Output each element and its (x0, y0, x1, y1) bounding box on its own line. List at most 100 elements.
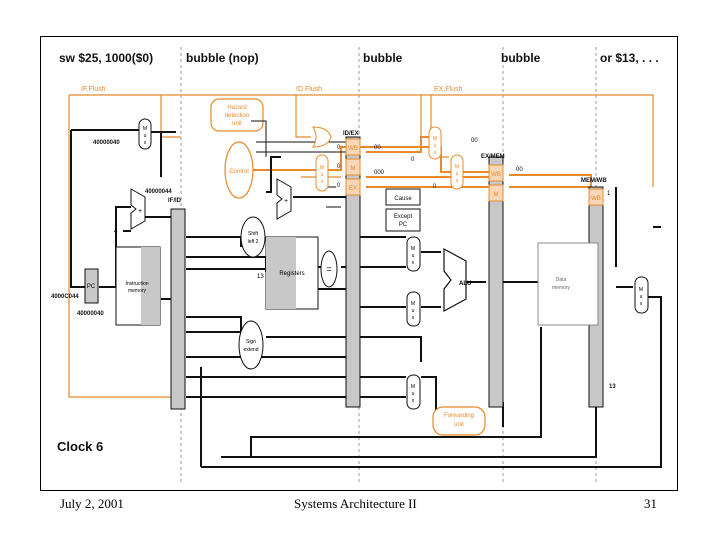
svg-text:M: M (411, 384, 415, 390)
alu-label: ALU (459, 281, 471, 287)
data-mem-label-1: Data (556, 277, 567, 283)
ex-mem-wb-value: 00 (471, 138, 478, 144)
svg-text:x: x (321, 179, 324, 185)
mux-writeback: M u x (634, 276, 649, 314)
branch-adder-plus: + (284, 198, 288, 205)
mem-wb-one: 1 (607, 191, 611, 197)
flush-or-gate (312, 126, 332, 148)
flush-zero-1: 0 (411, 157, 415, 163)
register-file-shading (266, 237, 296, 309)
equality-label: = (326, 264, 331, 274)
forward-label-2: unit (454, 422, 464, 428)
svg-text:x: x (412, 315, 415, 321)
hazard-label-2: detection (225, 113, 249, 119)
svg-text:u: u (434, 143, 437, 149)
id-ex-wb-label: WB (348, 146, 358, 152)
wb-out-value: 00 (374, 145, 381, 151)
except-pc-register (385, 208, 421, 232)
svg-text:x: x (640, 301, 643, 307)
id-ex-m-value: 0 (337, 164, 341, 170)
svg-text:x: x (434, 150, 437, 156)
shift-left-2 (240, 216, 266, 258)
svg-text:M: M (639, 287, 643, 293)
pc-adder (130, 188, 146, 230)
instr-mem-label-1: Instruction (125, 281, 148, 287)
mux-pc-select: M u x (138, 118, 152, 150)
addr-40000040-bottom: 40000040 (77, 311, 104, 317)
data-mem-label-2: memory (552, 285, 571, 291)
reg-13-writeback: 13 (609, 384, 616, 390)
datapath-thin-wires (251, 120, 346, 208)
svg-text:u: u (456, 171, 459, 177)
mux-ex-flush-2: M u x (450, 154, 464, 190)
svg-text:u: u (412, 253, 415, 259)
data-memory (537, 242, 599, 326)
branch-adder (276, 178, 292, 220)
stage-wb-instruction: or $13, . . . (600, 51, 659, 65)
pc-register (84, 268, 99, 304)
instr-mem-label-2: memory (128, 288, 147, 294)
hazard-detection-unit (210, 98, 264, 132)
pipeline-datapath-diagram: IF.Flush ID.Flush EX.Flush Hazar (51, 47, 662, 482)
mem-wb-label: MEM/WB (581, 178, 607, 184)
forward-label-1: Forwarding (444, 413, 474, 419)
mux-regdst: M u x (406, 374, 421, 410)
svg-text:u: u (144, 133, 147, 139)
id-ex-wb-value: 0 (337, 145, 341, 151)
pc-adder-plus: + (138, 208, 142, 215)
mem-wb-value: 00 (516, 167, 523, 173)
stage-mem-instruction: bubble (501, 51, 541, 65)
const-4: 4 (114, 229, 118, 235)
stage-if-instruction: sw $25, 1000($0) (59, 51, 154, 65)
ex-mem-m-label: M (494, 192, 499, 198)
slide-frame: IF.Flush ID.Flush EX.Flush Hazar (40, 36, 678, 491)
sign-label-1: Sign (246, 339, 256, 345)
svg-text:M: M (411, 301, 415, 307)
mem-wb-wb-field (588, 188, 604, 206)
reg-13-label: 13 (257, 274, 264, 280)
addr-40000040-top: 40000040 (93, 140, 120, 146)
svg-text:x: x (144, 140, 147, 146)
ex-mem-control-fields (488, 164, 504, 202)
mem-wb-wb-label: WB (591, 196, 601, 202)
svg-text:u: u (412, 308, 415, 314)
if-id-register (170, 208, 186, 410)
id-ex-control-fields (345, 138, 361, 196)
addr-4000c044: 4000C044 (51, 294, 79, 300)
except-label-1: Except (394, 214, 413, 220)
control-signal-wires-thick (251, 136, 592, 188)
id-flush-label: ID.Flush (296, 86, 322, 93)
mux-ex-flush-1: M u x (428, 126, 442, 160)
control-label: Control (229, 169, 248, 175)
svg-text:u: u (640, 294, 643, 300)
hazard-label-3: unit (232, 121, 242, 127)
shift-label-2: left 2 (248, 239, 259, 245)
mux-alu-b: M u x (406, 291, 421, 327)
footer-page-number: 31 (644, 496, 657, 511)
id-ex-ex-value: 0 (337, 183, 341, 189)
id-ex-register (345, 136, 361, 408)
sign-extend (238, 320, 264, 370)
sign-label-2: extend (243, 347, 258, 353)
control-unit (224, 141, 254, 199)
clock-label: Clock 6 (57, 439, 104, 454)
if-flush-label: IF.Flush (81, 86, 106, 93)
mux-alu-a: M u x (406, 236, 421, 272)
forwarding-unit (432, 406, 486, 436)
cause-label: Cause (394, 196, 412, 202)
stage-id-instruction: bubble (nop) (186, 51, 259, 65)
svg-text:M: M (320, 165, 324, 171)
id-ex-m-label: M (351, 166, 356, 172)
except-label-2: PC (399, 222, 408, 228)
svg-text:x: x (412, 260, 415, 266)
footer-course: Systems Architecture II (294, 496, 417, 511)
svg-text:u: u (412, 391, 415, 397)
ex-mem-register (488, 156, 504, 408)
mux-control-zero: M u x (315, 154, 329, 192)
footer-date: July 2, 2001 (60, 496, 124, 511)
ex-mem-label: EX/MEM (481, 154, 505, 160)
alu (443, 247, 467, 313)
ex-flush-label: EX.Flush (434, 86, 463, 93)
svg-text:M: M (433, 136, 437, 142)
svg-text:M: M (455, 164, 459, 170)
